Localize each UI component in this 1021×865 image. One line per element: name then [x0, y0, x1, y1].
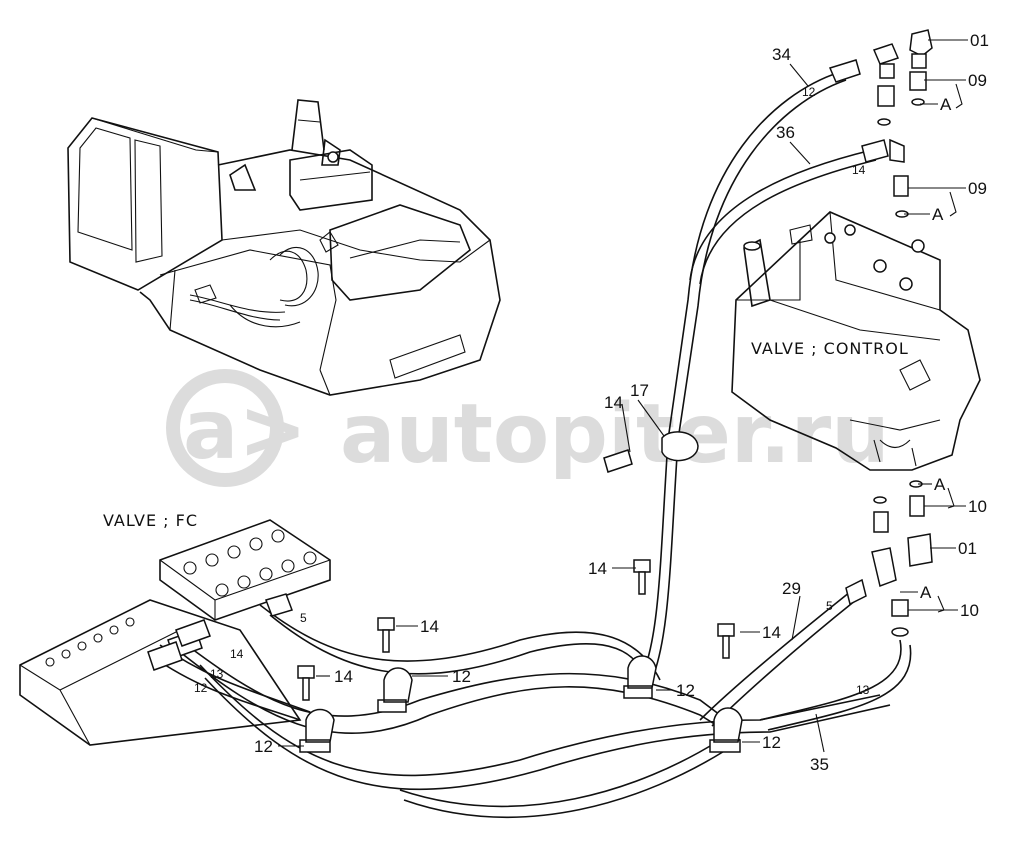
clamp-12-b [377, 667, 413, 713]
hose-size-marks: 12 14 5 13 5 14 13 12 [194, 85, 870, 697]
callout-A-1: A [940, 95, 952, 114]
clamp-12-d [709, 707, 743, 753]
callout-14-b: 14 [588, 559, 607, 578]
hose-size-29: 5 [826, 599, 833, 613]
clamp-12-a [299, 708, 335, 753]
watermark: a> autopiter.ru [166, 369, 890, 487]
callout-12-c: 12 [676, 681, 695, 700]
valve-fc-label: VALVE ; FC [103, 511, 198, 530]
clamp-12-c [623, 655, 657, 699]
callout-14-a: 14 [604, 393, 623, 412]
callout-17: 17 [630, 381, 649, 400]
callout-01-mid: 01 [958, 539, 977, 558]
callout-10-b: 10 [960, 601, 979, 620]
hose-size-fc-5: 5 [300, 611, 307, 625]
watermark-logo-circle [166, 369, 284, 487]
hose-size-36: 14 [852, 163, 866, 177]
callout-12-a: 12 [254, 737, 273, 756]
callout-01-top: 01 [970, 31, 989, 50]
callout-29: 29 [782, 579, 801, 598]
callout-09-b: 09 [968, 179, 987, 198]
callout-12-b: 12 [452, 667, 471, 686]
hose-size-fc-14: 14 [230, 647, 244, 661]
callout-14-d: 14 [420, 617, 439, 636]
hose-size-34: 12 [802, 85, 816, 99]
callout-numbers: 01 09 A 09 A A 10 01 A 10 34 36 17 14 14… [254, 31, 989, 774]
fc-valve: VALVE ; FC [103, 511, 331, 621]
leader-lines [278, 39, 968, 753]
fittings [147, 29, 933, 753]
elbow-fitting-01 [909, 29, 933, 57]
callout-A-3: A [934, 475, 946, 494]
hose-size-fc-13: 13 [210, 667, 224, 681]
watermark-logo: a> [183, 383, 307, 478]
callout-34: 34 [772, 45, 791, 64]
callout-A-2: A [932, 205, 944, 224]
hose-size-fc-12: 12 [194, 681, 208, 695]
callout-14-e: 14 [334, 667, 353, 686]
callout-A-4: A [920, 583, 932, 602]
callout-14-c: 14 [762, 623, 781, 642]
excavator-illustration [67, 99, 501, 396]
mounting-bracket [19, 599, 302, 746]
callout-35: 35 [810, 755, 829, 774]
clamp-17 [661, 431, 699, 462]
hose-size-35: 13 [856, 683, 870, 697]
callout-12-d: 12 [762, 733, 781, 752]
valve-control-label: VALVE ; CONTROL [751, 339, 909, 358]
elbow-fitting-01-lower [907, 533, 933, 567]
callout-36: 36 [776, 123, 795, 142]
callout-10-a: 10 [968, 497, 987, 516]
control-valve: VALVE ; CONTROL [731, 211, 981, 471]
callout-09-a: 09 [968, 71, 987, 90]
